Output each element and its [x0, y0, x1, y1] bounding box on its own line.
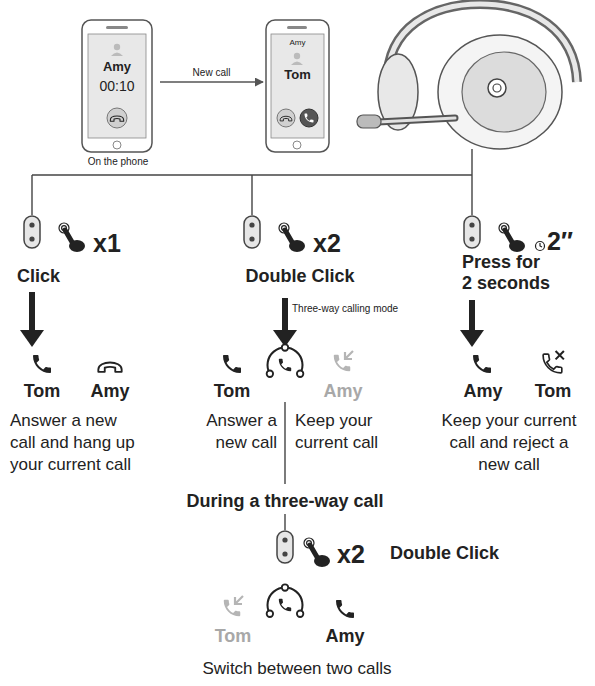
caller-name: Tom: [215, 625, 252, 648]
call-icon: [98, 363, 121, 372]
hand-symbol: [499, 223, 525, 252]
action-name: Press for 2 seconds: [462, 252, 554, 293]
hand-symbol: [59, 223, 525, 567]
caller-name: Amy: [325, 625, 364, 648]
headset-drawing: [357, 4, 577, 149]
headset-drawing: [488, 79, 506, 97]
down-arrow: [20, 292, 484, 347]
hand-symbol: [304, 538, 330, 567]
branch-lines: [251, 175, 252, 215]
clock-symbol: [536, 242, 545, 251]
description: Switch between two calls: [203, 658, 392, 680]
call-icon: [224, 596, 243, 616]
clock-symbol: [540, 243, 542, 247]
caller-name: Amy: [90, 380, 129, 403]
divider-line: [284, 402, 285, 484]
phone-drawing: [293, 141, 301, 149]
phone-screen: AmyTom: [266, 20, 329, 152]
phone-drawing: [111, 53, 123, 57]
phone-drawing: [114, 44, 120, 50]
call-icon: [473, 355, 491, 373]
arrow-connector: [160, 81, 263, 82]
edge-label: New call: [193, 66, 231, 79]
headset-drawing: [493, 84, 501, 92]
caller-name: 00:10: [82, 78, 152, 94]
phone-drawing: [277, 109, 295, 127]
phone-drawing: [291, 62, 303, 66]
phone-drawing: [107, 108, 127, 128]
call-icon: [267, 344, 304, 377]
phone-drawing: [113, 141, 121, 149]
action-name: Click: [17, 265, 60, 288]
phone-drawing: [271, 34, 324, 138]
description: Keep your current call and reject a new …: [441, 410, 577, 476]
action-name: Double Click: [390, 542, 499, 565]
description: Keep your current call: [295, 410, 405, 454]
caller-name: Amy: [463, 380, 502, 403]
caller-name: Tom: [266, 68, 329, 83]
phone-drawing: [106, 26, 128, 29]
phone-drawing: [294, 53, 300, 59]
button-symbol: [24, 216, 480, 563]
down-arrow: [20, 330, 44, 347]
caller-name: Tom: [214, 380, 251, 403]
phone-drawing: [82, 20, 152, 152]
caller-name: Amy: [323, 380, 362, 403]
call-icon: [543, 351, 564, 373]
press-time: 2″: [547, 225, 573, 258]
click-count: x2: [313, 227, 341, 260]
action-name: Double Click: [245, 265, 354, 288]
down-arrow: [469, 300, 475, 332]
branch-lines: [31, 175, 32, 215]
button-symbol: [464, 216, 480, 248]
divider-line: [284, 514, 285, 530]
phone-drawing: [300, 109, 318, 127]
caption: On the phone: [88, 155, 149, 168]
branch-lines: [471, 149, 472, 215]
phone-drawing: [82, 20, 152, 152]
call-icon: [336, 600, 354, 618]
down-arrow: [460, 330, 484, 347]
button-symbol: [244, 216, 260, 248]
call-icon: [33, 344, 564, 618]
connector-layer: [160, 82, 263, 83]
call-icon: [267, 584, 304, 617]
phone-screen: Amy 00:10: [82, 20, 152, 152]
headset-drawing: [378, 118, 455, 122]
call-icon: [33, 355, 51, 373]
description: Answer a new call and hang up your curre…: [10, 410, 138, 476]
down-arrow: [282, 298, 288, 332]
headset-drawing: [378, 118, 455, 122]
click-count: x1: [93, 227, 121, 260]
headset-drawing: [462, 52, 546, 132]
mode-note: Three-way calling mode: [292, 302, 398, 315]
phone-drawing: [266, 20, 329, 152]
caller-name: Amy: [266, 38, 329, 47]
caller-name: Tom: [535, 380, 572, 403]
phone-drawing: [280, 116, 292, 121]
description: Answer a new call: [182, 410, 277, 454]
headset-drawing: [357, 115, 381, 128]
section-heading: During a three-way call: [186, 490, 383, 513]
caller-name: Amy: [82, 60, 152, 75]
phone-drawing: [305, 114, 314, 123]
phone-drawing: [110, 116, 123, 121]
branch-lines: [32, 149, 472, 215]
button-symbol: [24, 216, 40, 248]
click-count: x2: [337, 538, 365, 571]
down-arrow: [29, 292, 35, 332]
phone-drawing: [287, 26, 307, 29]
hand-symbol: [59, 223, 85, 252]
call-icon: [334, 351, 353, 371]
headset-drawing: [438, 35, 562, 149]
clock-symbol: [536, 242, 545, 251]
hand-symbol: [279, 223, 305, 252]
call-icon: [223, 355, 241, 373]
phone-drawing: [266, 20, 329, 152]
caller-name: Tom: [24, 380, 61, 403]
button-symbol: [277, 531, 293, 563]
